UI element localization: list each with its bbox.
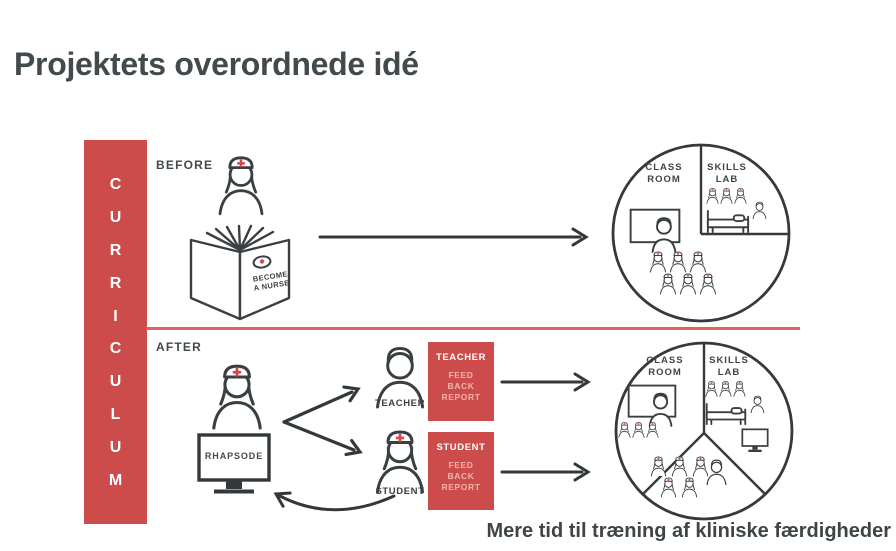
before-circle <box>611 143 791 323</box>
nurse-icon <box>733 381 746 397</box>
curriculum-letter: I <box>113 307 118 325</box>
fan-arrows <box>282 385 363 457</box>
hospital-bed-icon <box>706 209 750 234</box>
bottom-caption: Mere tid til træning af kliniske færdigh… <box>486 520 891 542</box>
curriculum-letter: U <box>109 373 122 391</box>
nurse-icon <box>650 456 667 477</box>
nurse-icon <box>700 273 716 295</box>
nurse-icon <box>734 188 747 204</box>
nurse-icon <box>705 381 718 397</box>
whiteboard-presenter-icon <box>629 208 681 253</box>
return-arrow <box>273 491 396 512</box>
nurse-icon <box>681 477 698 498</box>
book-icon <box>189 224 291 321</box>
monitor-icon <box>741 428 769 453</box>
curriculum-letter: R <box>109 241 122 259</box>
nurse-icon <box>720 188 733 204</box>
classroom-label-line: CLASS <box>646 355 684 366</box>
nurse-icon <box>680 273 696 295</box>
classroom-label: CLASS ROOM <box>634 355 696 378</box>
skillslab-label-line: LAB <box>715 173 739 185</box>
feedback-box-title: TEACHER <box>435 352 487 363</box>
skillslab-label-line: SKILLS <box>709 355 749 366</box>
nurse-icon <box>650 251 666 273</box>
hospital-bed-icon <box>705 402 747 426</box>
nurse-icon <box>670 251 686 273</box>
feedback-box-line: REPORT <box>441 392 481 402</box>
rhapsode-monitor-icon <box>197 433 271 494</box>
feedback-box-line: BACK <box>447 381 475 391</box>
student-feedback-box: STUDENT FEED BACK REPORT <box>428 432 494 510</box>
classroom-label: CLASS ROOM <box>632 162 696 185</box>
person-icon <box>752 201 767 220</box>
whiteboard-presenter-icon <box>627 384 677 427</box>
skillslab-label: SKILLS LAB <box>700 355 758 378</box>
feedback-box-line: FEED <box>448 460 474 470</box>
skillslab-label-line: SKILLS <box>707 162 747 173</box>
nurse-icon <box>719 381 732 397</box>
nurse-icon <box>671 456 688 477</box>
feedback-box-line: BACK <box>447 471 475 481</box>
page-title: Projektets overordnede idé <box>14 46 419 82</box>
nurse-icon <box>646 422 659 438</box>
nurse-icon <box>632 422 645 438</box>
curriculum-letter: M <box>108 472 123 490</box>
curriculum-letter: C <box>109 175 122 193</box>
skillslab-label: SKILLS LAB <box>698 162 756 185</box>
student-label: STUDENT <box>375 486 425 497</box>
curriculum-letter: R <box>109 274 122 292</box>
monitor-label: RHAPSODE <box>204 451 264 461</box>
curriculum-letter: U <box>109 208 122 226</box>
after-label: AFTER <box>156 340 202 354</box>
before-arrow <box>318 227 589 247</box>
skillslab-label-line: LAB <box>717 366 741 378</box>
person-icon <box>750 395 765 414</box>
person-icon <box>706 459 727 486</box>
curriculum-letter: L <box>110 406 121 424</box>
curriculum-letter: U <box>109 439 122 457</box>
after-circle <box>614 341 794 521</box>
classroom-label-line: CLASS <box>645 162 683 173</box>
feedback-box-title: STUDENT <box>436 442 486 453</box>
feedback-box-line: FEED <box>448 370 474 380</box>
nurse-icon <box>660 477 677 498</box>
nurse-icon <box>618 422 631 438</box>
student-report-arrow <box>500 462 591 482</box>
teacher-report-arrow <box>500 372 591 392</box>
nurse-icon <box>212 364 262 430</box>
feedback-box-line: REPORT <box>441 482 481 492</box>
before-label: BEFORE <box>156 158 214 172</box>
curriculum-letter: C <box>109 340 122 358</box>
teacher-feedback-box: TEACHER FEED BACK REPORT <box>428 342 494 421</box>
teacher-label: TEACHER <box>374 398 426 409</box>
nurse-icon <box>690 251 706 273</box>
classroom-label-line: ROOM <box>647 173 681 185</box>
nurse-icon <box>218 156 264 216</box>
nurse-icon <box>660 273 676 295</box>
before-after-divider <box>146 327 800 330</box>
curriculum-bar: C U R R I C U L U M <box>84 140 147 524</box>
nurse-icon <box>706 188 719 204</box>
classroom-label-line: ROOM <box>648 366 682 378</box>
